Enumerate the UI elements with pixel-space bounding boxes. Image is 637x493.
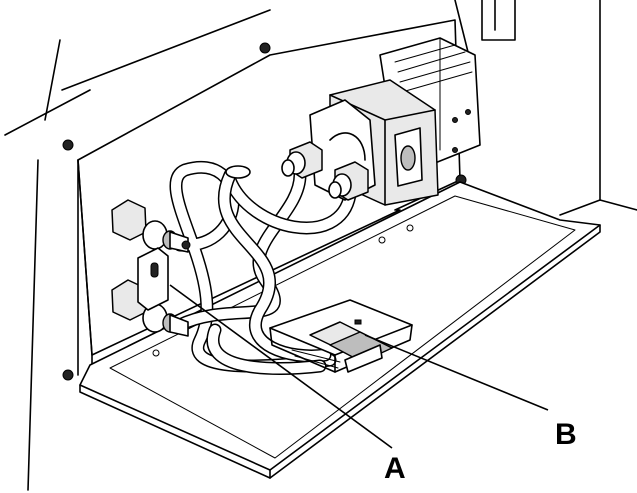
panel-fitting-lower [111, 279, 189, 337]
valve-motor-assembly [309, 37, 481, 206]
leader-line-b [364, 334, 549, 411]
valve-fittings [281, 141, 369, 201]
tray-hole [406, 224, 414, 232]
panel-screw-bottom-left [62, 369, 74, 381]
hose-end-fitting [225, 165, 251, 179]
callout-label-a: A [384, 452, 406, 485]
panel-screw-top [259, 42, 271, 54]
callout-label-b: B [555, 418, 577, 451]
tray-hole [378, 236, 386, 244]
terminal-block [269, 299, 413, 373]
leader-line-a [169, 284, 393, 449]
panel-screw-top-left [62, 139, 74, 151]
valve-port [400, 145, 416, 171]
hose-bundle [169, 161, 357, 376]
mounting-bracket [137, 247, 169, 311]
cabinet-housing [4, 0, 637, 491]
panel-fitting-upper [111, 199, 191, 253]
tray-hole [152, 349, 160, 357]
